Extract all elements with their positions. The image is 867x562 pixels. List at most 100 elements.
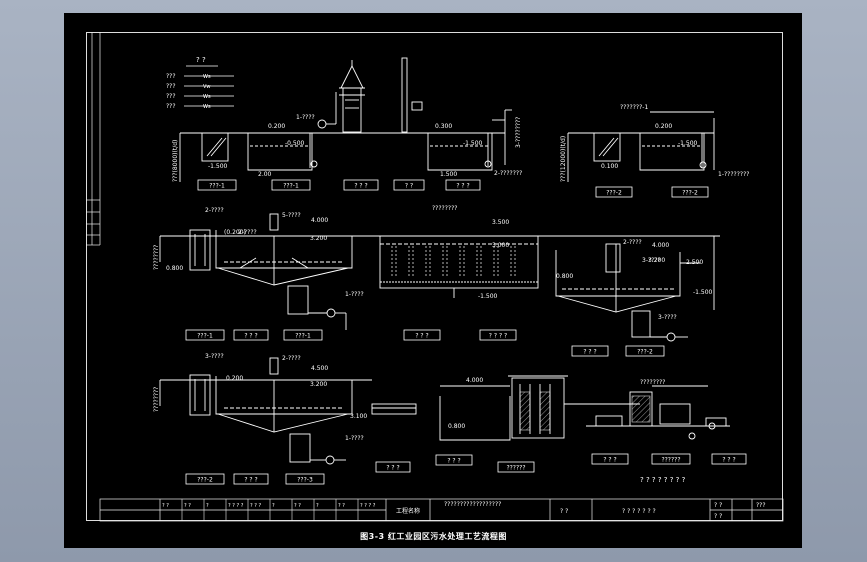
callout: 1-???? — [345, 435, 364, 442]
callout: 3-???? — [642, 257, 661, 264]
equipment-tag: ? ? ? — [343, 179, 379, 191]
title-block-cell: ? ? — [162, 503, 169, 509]
side-flow-label: ???(8000)(t/d) — [172, 140, 179, 182]
equipment-tag: ???-2 — [185, 473, 225, 485]
legend-label: ??? — [166, 83, 176, 90]
side-flow-label: ???(12000)(t/d) — [560, 136, 567, 182]
svg-text:???-1: ???-1 — [295, 333, 311, 340]
equipment-tag: ? ? ? — [233, 329, 269, 341]
level-mark: 3.100 — [350, 413, 367, 420]
title-block-cell: ? ? ? ? — [360, 503, 376, 509]
equipment-tag: ? ? — [393, 179, 425, 191]
level-mark: 2.00 — [258, 171, 272, 178]
svg-text:? ? ? ?: ? ? ? ? — [489, 333, 507, 340]
svg-text:? ? ?: ? ? ? — [456, 183, 469, 190]
svg-text:? ? ?: ? ? ? — [244, 333, 257, 340]
drawing-label: ? ? — [560, 508, 568, 515]
callout: 3-???? — [658, 314, 677, 321]
level-mark: -1.500 — [463, 140, 483, 147]
equipment-tag: ???-1 — [283, 329, 323, 341]
level-mark: -0.500 — [285, 140, 305, 147]
title-block-cell: ? ? ? ? — [228, 503, 244, 509]
callout: 2-???? — [623, 239, 642, 246]
level-mark: 3.500 — [492, 219, 509, 226]
top-row-flow — [179, 57, 715, 182]
equipment-tag: ?????? — [497, 461, 535, 473]
svg-text:???-3: ???-3 — [297, 477, 313, 484]
svg-text:? ? ?: ? ? ? — [354, 183, 367, 190]
svg-text:???-2: ???-2 — [637, 349, 653, 356]
equipment-tag: ? ? ? — [711, 453, 747, 465]
callout: 2-???? — [205, 207, 224, 214]
project-value: ?????????????????? — [444, 501, 501, 508]
equipment-tag: ???-3 — [285, 473, 325, 485]
figure-caption: 图3-3 红工业园区污水处理工艺流程图 — [360, 532, 507, 541]
level-mark: -1.500 — [208, 163, 228, 170]
svg-text:? ? ?: ? ? ? — [244, 477, 257, 484]
level-mark: 4.000 — [311, 217, 328, 224]
svg-text:? ? ?: ? ? ? — [603, 457, 616, 464]
sheet-label: ? ? — [714, 513, 722, 520]
equipment-tag: ? ? ? — [403, 329, 441, 341]
mid-row-flow — [159, 213, 720, 342]
svg-text:? ? ?: ? ? ? — [386, 465, 399, 472]
equipment-tag: ? ? ? — [435, 454, 473, 466]
side-flow-label: ???????? — [153, 245, 160, 270]
drawing-sheet — [64, 13, 802, 548]
equipment-tag: ???-2 — [595, 186, 633, 198]
callout: 3-???? — [205, 353, 224, 360]
drawing-value: ? ? ? ? ? ? ? — [622, 508, 656, 515]
level-mark: 3.200 — [648, 257, 665, 264]
level-mark: 0.100 — [601, 163, 618, 170]
legend-code: Vw — [203, 84, 211, 90]
svg-text:???-1: ???-1 — [283, 183, 299, 190]
legend-label: ??? — [166, 93, 176, 100]
level-mark: 0.200 — [268, 123, 285, 130]
equipment-tag: ? ? ? — [591, 453, 629, 465]
level-mark: 2.500 — [686, 259, 703, 266]
project-label: 工程名称 — [396, 507, 420, 515]
equipment-tag: ???-2 — [671, 186, 709, 198]
level-mark: 3.200 — [310, 235, 327, 242]
callout: 5-???? — [282, 212, 301, 219]
title-block-cell: ? — [206, 503, 209, 509]
title-block-cell: ? ? — [338, 503, 345, 509]
level-mark: 3.200 — [310, 381, 327, 388]
level-mark: 0.800 — [448, 423, 465, 430]
title-block — [99, 498, 784, 522]
drawing-border — [86, 32, 783, 521]
callout: 2-???? — [282, 355, 301, 362]
legend-label: ??? — [166, 73, 176, 80]
scale-value: ??? — [756, 502, 766, 509]
callout: ???????? — [432, 205, 457, 212]
svg-text:? ? ?: ? ? ? — [447, 458, 460, 465]
equipment-tag: ? ? ? — [445, 179, 481, 191]
equipment-tag: ???-1 — [185, 329, 225, 341]
equipment-tag: ???-1 — [271, 179, 311, 191]
callout: 2-???? — [238, 229, 257, 236]
level-mark: 4.000 — [466, 377, 483, 384]
level-mark: -1.500 — [478, 293, 498, 300]
svg-text:???-2: ???-2 — [682, 190, 698, 197]
level-mark: 0.200 — [226, 375, 243, 382]
legend-label: ??? — [166, 103, 176, 110]
svg-text:???-1: ???-1 — [197, 333, 213, 340]
level-mark: 3.000 — [492, 242, 509, 249]
equipment-tag: ? ? ? ? — [479, 329, 517, 341]
equipment-tag: ?????? — [651, 453, 691, 465]
title-block-cell: ? ? — [294, 503, 301, 509]
svg-text:? ? ?: ? ? ? — [415, 333, 428, 340]
equipment-tag: ? ? ? — [375, 461, 411, 473]
legend-title: ? ? — [196, 56, 206, 64]
callout: 1-???????? — [718, 171, 749, 178]
level-mark: 4.500 — [311, 365, 328, 372]
filter-media — [519, 391, 651, 431]
title-block-cell: ? ? ? — [250, 503, 261, 509]
callout: 2-??????? — [494, 170, 522, 177]
svg-text:???-2: ???-2 — [606, 190, 622, 197]
svg-text:? ? ?: ? ? ? — [583, 349, 596, 356]
level-mark: 0.800 — [166, 265, 183, 272]
side-flow-label: ???????? — [153, 387, 160, 412]
title-block-cell: ? — [272, 503, 275, 509]
callout: 1-???? — [296, 114, 315, 121]
